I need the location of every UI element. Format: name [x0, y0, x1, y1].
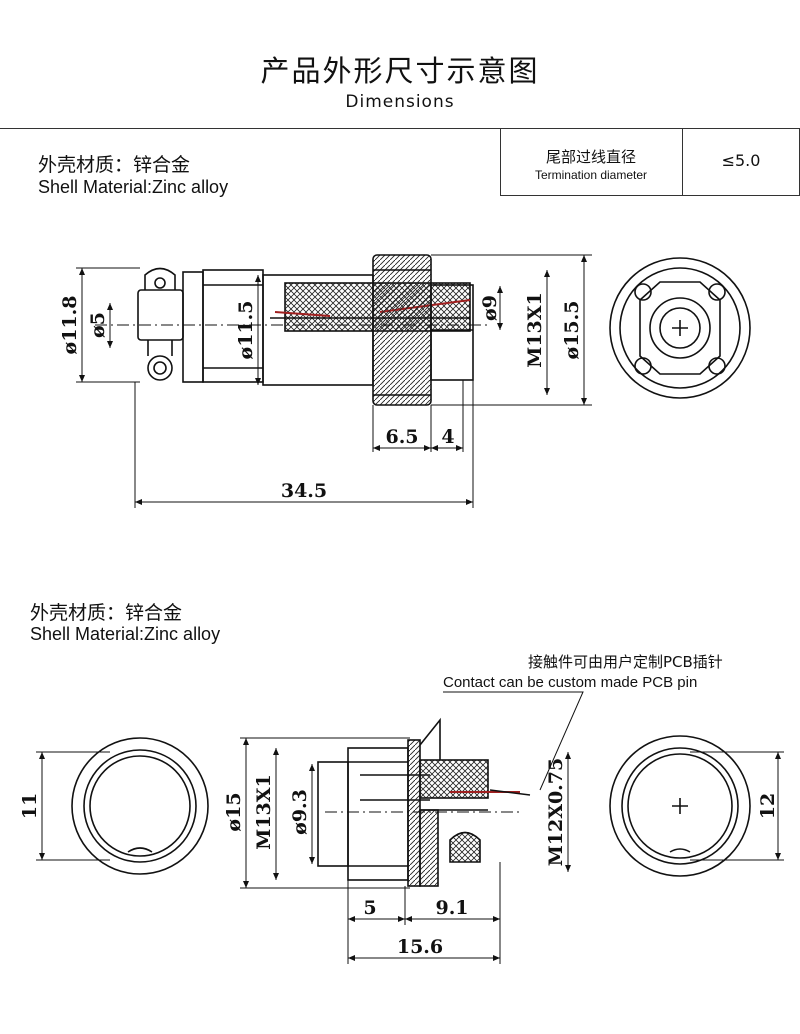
pcb-note-leader: [443, 691, 584, 791]
dim-socket-d11: 11: [19, 793, 41, 819]
socket-rear-view: [71, 737, 209, 875]
dim-plug-d11-8: ø11.8: [59, 296, 81, 355]
spec-box-divider: [682, 128, 683, 196]
dim-socket-m12: M12X0.75: [545, 758, 567, 867]
termination-label-cn: 尾部过线直径: [545, 148, 636, 166]
socket-material-cn: 外壳材质：锌合金: [30, 602, 183, 624]
dim-plug-l4: 4: [441, 426, 454, 448]
plug-material-en: Shell Material:Zinc alloy: [38, 177, 229, 197]
dim-socket-m13: M13X1: [253, 774, 275, 849]
dim-socket-l9-1: 9.1: [435, 897, 468, 919]
dim-plug-d15-5: ø15.5: [561, 301, 583, 360]
dim-socket-l15-6: 15.6: [397, 936, 443, 958]
plug-end-view: [609, 257, 751, 399]
pcb-pin-note-cn: 接触件可由用户定制PCB插针: [528, 653, 723, 671]
page-subtitle: Dimensions: [345, 92, 455, 112]
header-divider: [0, 128, 800, 129]
dim-plug-l6-5: 6.5: [385, 426, 418, 448]
plug-material-cn: 外壳材质：锌合金: [38, 154, 191, 176]
dim-plug-d5: ø5: [87, 312, 109, 338]
socket-side-labels: ø15 M13X1 ø9.3 M12X0.75 5 9.1 15.6: [223, 758, 567, 958]
page-title: 产品外形尺寸示意图: [260, 54, 540, 88]
dim-socket-d15: ø15: [223, 792, 245, 831]
socket-side-view: [317, 717, 531, 887]
dim-plug-d11-5: ø11.5: [235, 301, 257, 360]
socket-material-en: Shell Material:Zinc alloy: [30, 624, 221, 644]
dim-plug-m13: M13X1: [524, 292, 546, 367]
socket-side-dims: [240, 737, 571, 964]
dim-socket-l5: 5: [363, 897, 376, 919]
socket-front-view: [609, 735, 751, 877]
dim-plug-l34-5: 34.5: [281, 480, 327, 502]
termination-value: ≤5.0: [721, 151, 761, 170]
plug-dimension-lines: [76, 254, 592, 508]
socket-front-dim: [690, 751, 784, 861]
pcb-pin-note-en: Contact can be custom made PCB pin: [443, 674, 698, 691]
plug-dimension-labels: ø11.8 ø5 ø11.5 ø9 M13X1 ø15.5 6.5 4 34.5: [59, 292, 583, 502]
dim-socket-d9-3: ø9.3: [289, 789, 311, 835]
termination-label-en: Termination diameter: [534, 168, 648, 182]
dim-plug-d9: ø9: [479, 295, 501, 321]
dim-socket-d12: 12: [757, 793, 779, 819]
plug-side-view: [95, 254, 490, 406]
socket-rear-dim: [36, 751, 110, 861]
